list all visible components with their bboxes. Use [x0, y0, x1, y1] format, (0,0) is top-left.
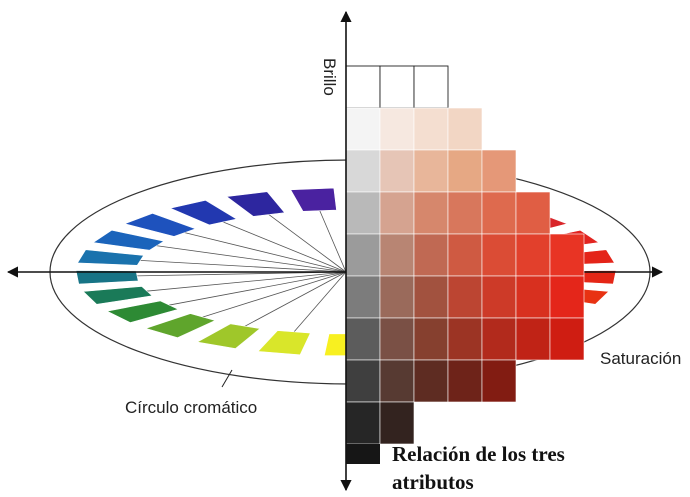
- grid-cell: [481, 359, 517, 403]
- grid-cell: [549, 233, 585, 277]
- grid-cell: [481, 317, 517, 361]
- wheel-swatch: [226, 191, 286, 217]
- grid-cell: [379, 401, 415, 445]
- grid-cell: [515, 191, 551, 235]
- grid-cell: [379, 149, 415, 193]
- grid-cell: [379, 359, 415, 403]
- grid-cell: [515, 275, 551, 319]
- grid-cell: [447, 107, 483, 151]
- grid-cell: [345, 359, 381, 403]
- grid-cell: [379, 191, 415, 235]
- grid-cell: [345, 65, 381, 109]
- grid-cell: [413, 317, 449, 361]
- grid-cell: [345, 275, 381, 319]
- grid-cell: [379, 107, 415, 151]
- color-circle-label: Círculo cromático: [125, 398, 257, 417]
- grid-cell: [413, 275, 449, 319]
- wheel-swatch: [257, 330, 311, 356]
- wheel-spoke: [268, 214, 347, 273]
- wheel-swatch: [290, 187, 337, 212]
- saturation-label: Saturación: [600, 349, 681, 368]
- grid-cell: [481, 191, 517, 235]
- wheel-swatch: [82, 286, 153, 305]
- grid-cell: [413, 233, 449, 277]
- wheel-swatch: [123, 213, 197, 237]
- grid-cell: [481, 233, 517, 277]
- grid-cell: [345, 191, 381, 235]
- grid-cell: [345, 107, 381, 151]
- circle-leader-line: [221, 369, 233, 388]
- grid-cell: [345, 317, 381, 361]
- wheel-spoke: [139, 260, 347, 273]
- wheel-spoke: [202, 271, 347, 318]
- grid-cell: [413, 107, 449, 151]
- grid-cell: [481, 149, 517, 193]
- grid-cell: [413, 359, 449, 403]
- grid-cell: [345, 149, 381, 193]
- grid-cell: [447, 233, 483, 277]
- wheel-spoke: [184, 232, 347, 273]
- value-saturation-grid: [345, 65, 585, 464]
- grid-cell: [549, 275, 585, 319]
- grid-cell: [413, 149, 449, 193]
- wheel-swatch: [92, 229, 165, 251]
- caption-line-2: atributos: [392, 470, 474, 494]
- grid-cell: [447, 317, 483, 361]
- brightness-label: Brillo: [320, 58, 339, 96]
- grid-cell: [447, 275, 483, 319]
- wheel-spoke: [222, 221, 347, 273]
- grid-cell: [345, 233, 381, 277]
- grid-cell: [379, 317, 415, 361]
- wheel-spoke: [155, 245, 347, 273]
- grid-cell: [481, 275, 517, 319]
- grid-cell: [413, 65, 449, 109]
- wheel-spoke: [244, 271, 347, 327]
- grid-cell: [515, 317, 551, 361]
- wheel-swatch: [144, 313, 216, 339]
- grid-cell: [345, 401, 381, 445]
- grid-cell: [447, 191, 483, 235]
- wheel-swatch: [77, 249, 145, 266]
- grid-cell: [346, 444, 380, 464]
- grid-cell: [549, 317, 585, 361]
- grid-cell: [515, 233, 551, 277]
- grid-cell: [379, 65, 415, 109]
- wheel-spoke: [293, 271, 347, 333]
- grid-cell: [413, 191, 449, 235]
- wheel-swatch: [169, 199, 238, 226]
- caption-line-1: Relación de los tres: [392, 442, 565, 466]
- grid-cell: [379, 233, 415, 277]
- wheel-swatch: [106, 300, 180, 323]
- wheel-swatch: [196, 323, 261, 349]
- grid-cell: [447, 359, 483, 403]
- grid-cell: [379, 275, 415, 319]
- grid-cell: [447, 149, 483, 193]
